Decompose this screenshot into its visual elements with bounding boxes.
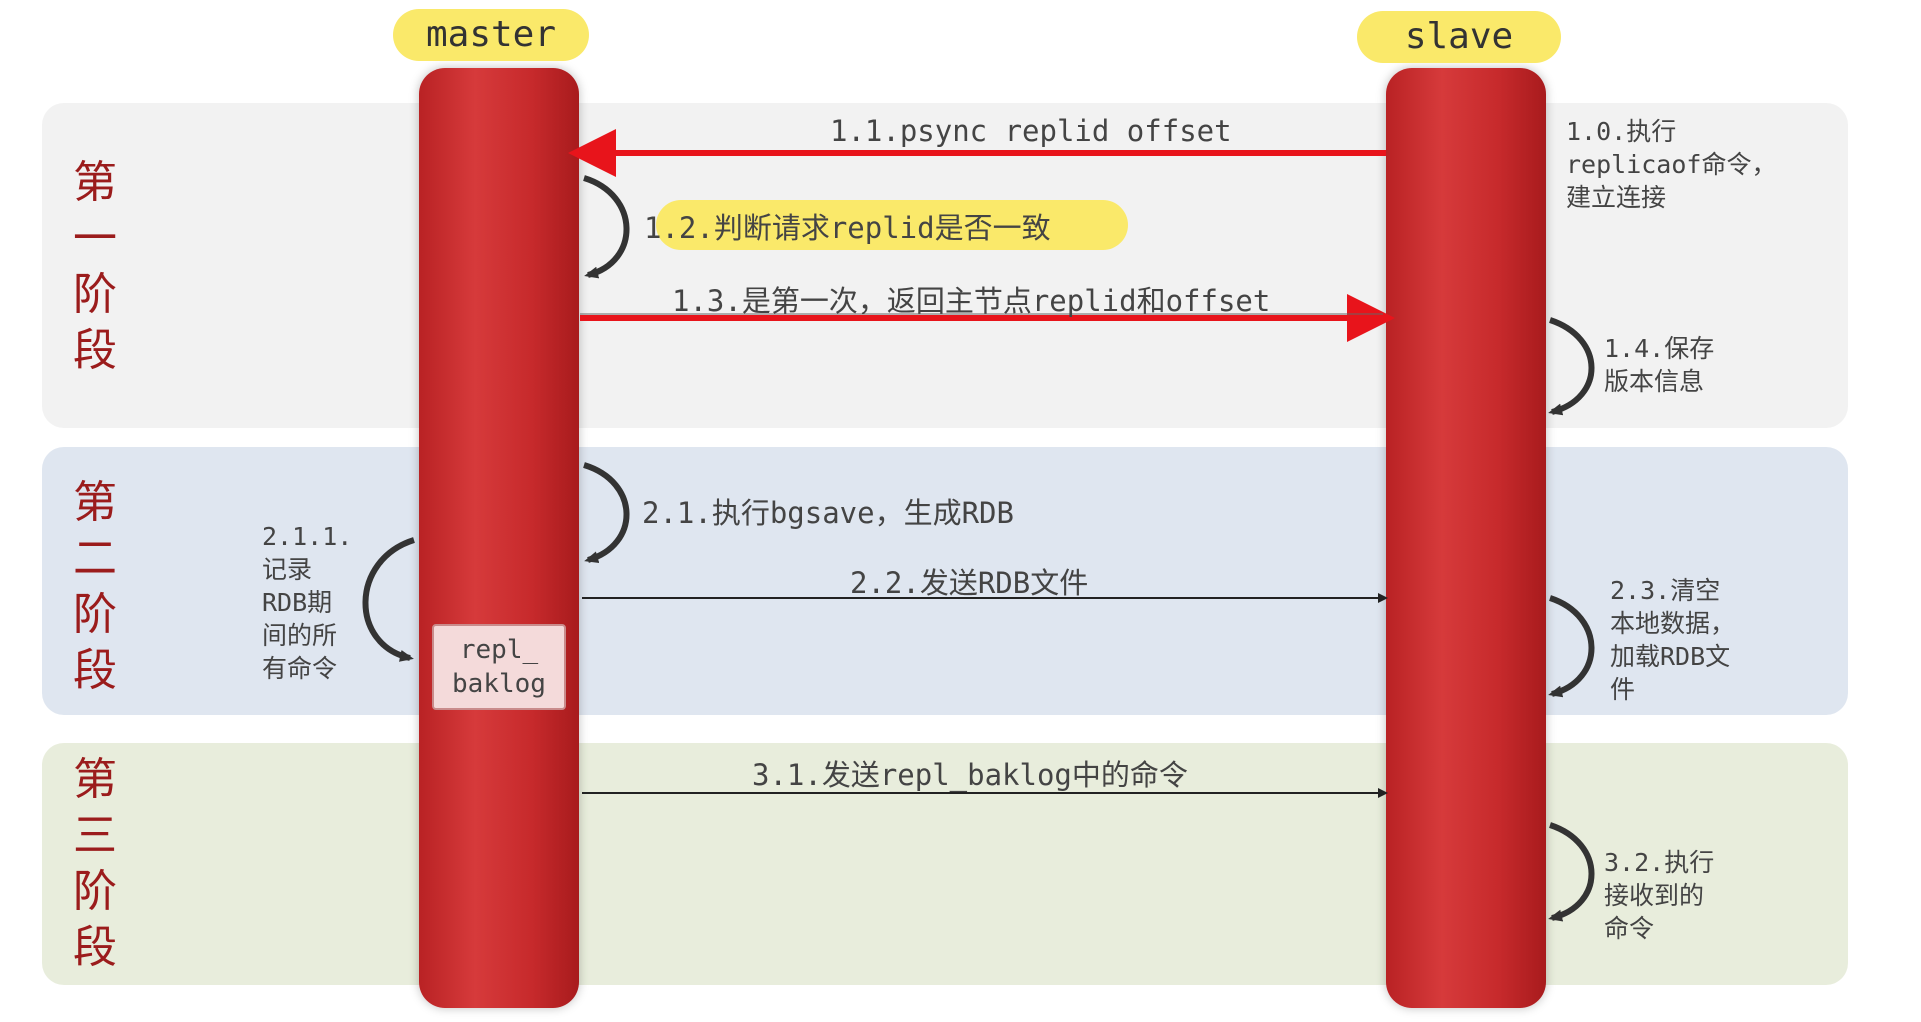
self-arrow-1-4 [1548, 317, 1595, 416]
message-1-3: 1.3.是第一次，返回主节点replid和offset [672, 284, 1271, 318]
self-arrow-2-1 [583, 462, 630, 563]
message-1-1: 1.1.psync replid offset [830, 114, 1232, 148]
phase-2-label: 第二阶段 [73, 477, 117, 696]
phase-1-band [42, 103, 1848, 428]
master-lifeline [419, 68, 579, 1008]
slave-lifeline [1386, 68, 1546, 1008]
note-3-2: 3.2.执行 接收到的 命令 [1604, 848, 1715, 943]
self-arrow-3-2 [1548, 822, 1595, 922]
repl-baklog-box: repl_ baklog [432, 624, 566, 710]
message-3-1: 3.1.发送repl_baklog中的命令 [752, 758, 1188, 792]
note-1-4: 1.4.保存 版本信息 [1604, 334, 1715, 396]
note-2-1-1: 2.1.1. 记录 RDB期 间的所 有命令 [262, 522, 353, 683]
message-1-2-highlight [656, 200, 1128, 250]
self-arrow-2-1-1 [362, 537, 415, 662]
note-1-0: 1.0.执行 replicaof命令， 建立连接 [1566, 117, 1777, 212]
slave-header: slave [1357, 11, 1561, 63]
message-2-1: 2.1.执行bgsave，生成RDB [642, 496, 1014, 530]
self-arrow-2-3 [1548, 595, 1595, 698]
note-2-3: 2.3.清空 本地数据， 加载RDB文 件 [1610, 576, 1736, 704]
message-1-2: 1.2.判断请求replid是否一致 [644, 211, 1051, 245]
master-header: master [393, 9, 589, 61]
phase-3-label: 第三阶段 [73, 754, 117, 973]
message-2-2: 2.2.发送RDB文件 [850, 566, 1089, 600]
self-arrow-1-2 [583, 175, 630, 279]
phase-3-band [42, 743, 1848, 985]
phase-1-label: 第一阶段 [73, 157, 117, 376]
phase-2-band [42, 447, 1848, 715]
